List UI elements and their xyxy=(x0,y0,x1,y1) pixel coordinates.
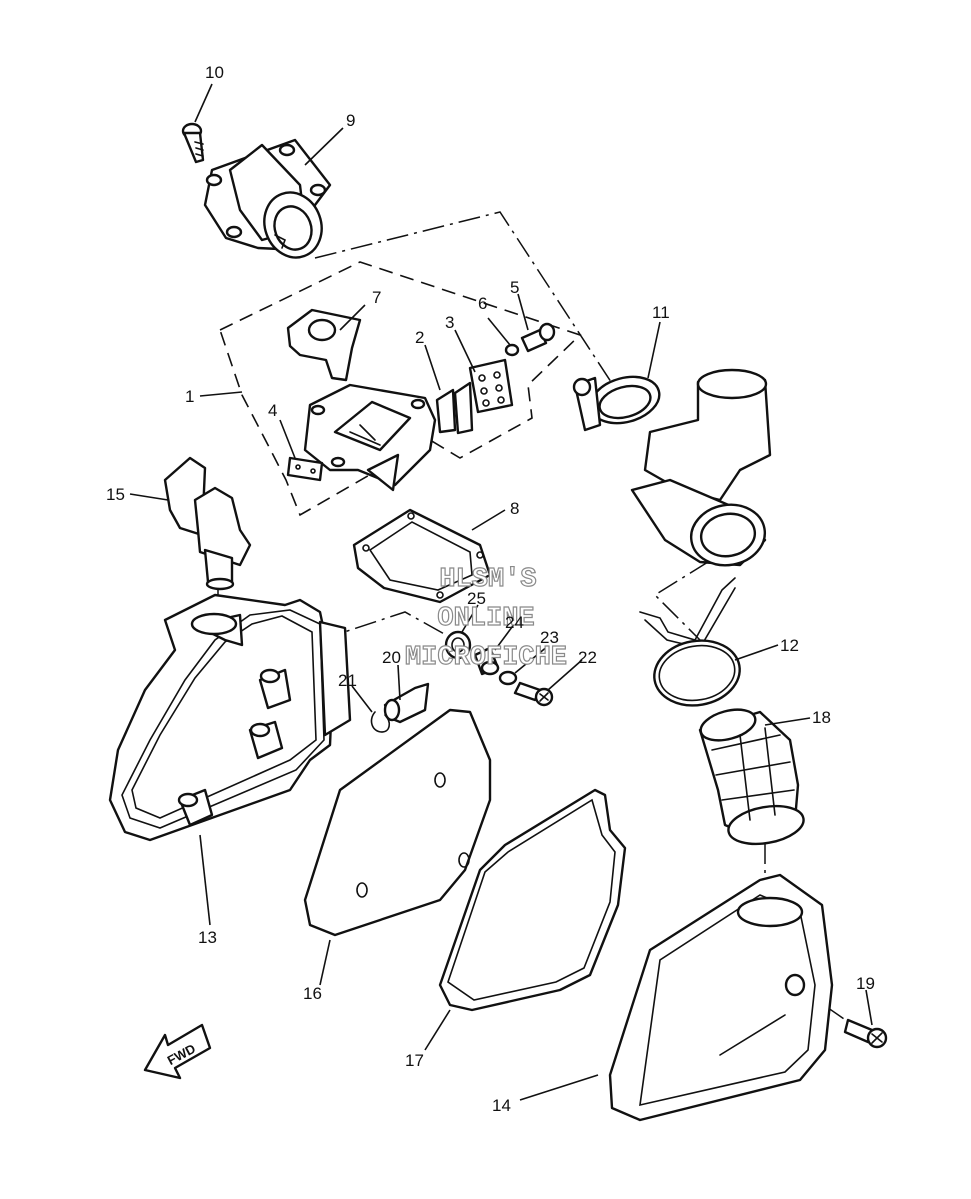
callout-5: 5 xyxy=(510,278,519,297)
reed-valve-body xyxy=(303,383,437,492)
callout-17: 17 xyxy=(405,1051,424,1070)
callout-4: 4 xyxy=(268,401,277,420)
screw-19 xyxy=(843,1018,888,1049)
callout-3: 3 xyxy=(445,313,454,332)
callout-21: 21 xyxy=(338,671,357,690)
callout-8: 8 xyxy=(510,499,519,518)
callout-14: 14 xyxy=(492,1096,511,1115)
fwd-direction-arrow: FWD xyxy=(143,1023,212,1080)
intake-joint-9 xyxy=(203,138,332,259)
joint-18 xyxy=(698,708,805,846)
bolt-10 xyxy=(181,122,205,164)
callout-24: 24 xyxy=(505,613,524,632)
callout-25: 25 xyxy=(467,589,486,608)
watermark-line-1: HLSM'S xyxy=(439,565,536,595)
reed-valve-assembly-boundary xyxy=(219,261,582,517)
joint-15 xyxy=(163,456,252,591)
callout-7: 7 xyxy=(372,288,381,307)
center-line-9-11 xyxy=(314,211,616,389)
callout-numbers: 10 9 7 6 5 2 3 1 4 11 8 15 12 18 25 24 2… xyxy=(106,63,875,1115)
callout-2: 2 xyxy=(415,328,424,347)
callout-22: 22 xyxy=(578,648,597,667)
cap-14 xyxy=(608,873,834,1122)
collar-24 xyxy=(473,646,500,676)
callout-6: 6 xyxy=(478,294,487,313)
screw-5 xyxy=(520,322,556,353)
grommet-25 xyxy=(444,630,472,660)
carburetor xyxy=(630,368,772,567)
hose-20 xyxy=(383,682,430,724)
o-ring-12 xyxy=(653,639,741,707)
callout-23: 23 xyxy=(540,628,559,647)
screw-22 xyxy=(513,681,554,707)
watermark-line-2: ONLINE xyxy=(437,604,534,634)
clamp-11 xyxy=(572,375,661,432)
callout-1: 1 xyxy=(185,387,194,406)
reed-plate-3 xyxy=(468,358,514,414)
callout-9: 9 xyxy=(346,111,355,130)
callout-10: 10 xyxy=(205,63,224,82)
air-cleaner-case-13 xyxy=(108,593,352,842)
callout-16: 16 xyxy=(303,984,322,1003)
callout-11: 11 xyxy=(652,303,670,322)
leader-lines xyxy=(129,83,873,1101)
clip-21 xyxy=(370,711,391,733)
washer-6 xyxy=(504,343,520,357)
callout-15: 15 xyxy=(106,485,125,504)
callout-18: 18 xyxy=(812,708,831,727)
gasket-8 xyxy=(352,508,492,604)
callout-19: 19 xyxy=(856,974,875,993)
watermark: HLSM'S ONLINE MICROFICHE xyxy=(404,564,567,673)
seal-17 xyxy=(438,788,627,1012)
gasket-4 xyxy=(286,456,324,482)
center-line-8-13 xyxy=(319,611,456,641)
callout-20: 20 xyxy=(382,648,401,667)
reed-petals-2 xyxy=(435,381,474,435)
washer-23 xyxy=(498,670,518,686)
watermark-line-3: MICROFICHE xyxy=(405,643,567,673)
element-16 xyxy=(303,708,492,937)
callout-12: 12 xyxy=(780,636,799,655)
spring-clip-12 xyxy=(639,577,736,649)
callout-13: 13 xyxy=(198,928,217,947)
